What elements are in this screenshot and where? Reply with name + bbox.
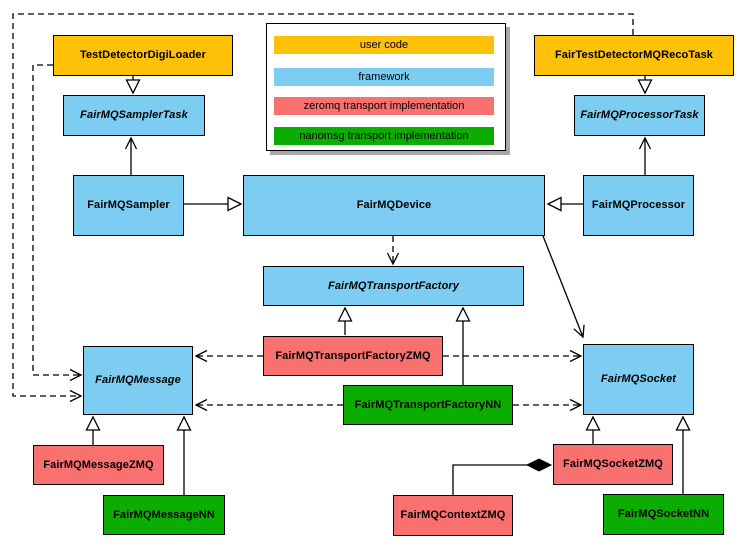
node-fairmq-sampler-task: FairMQSamplerTask — [63, 95, 205, 136]
node-fair-test-detector-mq-reco-task: FairTestDetectorMQRecoTask — [534, 35, 734, 76]
edge-device-to-socket-association — [542, 235, 585, 339]
node-fairmq-socket: FairMQSocket — [583, 344, 694, 415]
node-fairmq-device: FairMQDevice — [243, 175, 545, 236]
node-fairmq-message: FairMQMessage — [83, 346, 193, 415]
legend-item-framework: framework — [274, 68, 494, 86]
node-fairmq-transport-factory-nn: FairMQTransportFactoryNN — [343, 385, 513, 425]
edge-contextzmq-to-socketzmq-composition — [452, 465, 551, 495]
node-fairmq-processor-task: FairMQProcessorTask — [574, 95, 705, 136]
legend: user code framework zeromq transport imp… — [266, 23, 506, 151]
node-fairmq-transport-factory: FairMQTransportFactory — [263, 266, 524, 306]
legend-item-user-code: user code — [274, 36, 494, 54]
node-test-detector-digi-loader: TestDetectorDigiLoader — [53, 35, 233, 76]
node-fairmq-socket-zmq: FairMQSocketZMQ — [553, 444, 673, 485]
node-fairmq-sampler: FairMQSampler — [73, 175, 184, 236]
node-fairmq-transport-factory-zmq: FairMQTransportFactoryZMQ — [263, 336, 443, 376]
node-fairmq-message-nn: FairMQMessageNN — [103, 495, 225, 535]
node-fairmq-socket-nn: FairMQSocketNN — [603, 494, 724, 535]
node-fairmq-processor: FairMQProcessor — [583, 175, 694, 236]
node-fairmq-context-zmq: FairMQContextZMQ — [393, 495, 513, 536]
node-fairmq-message-zmq: FairMQMessageZMQ — [33, 445, 164, 485]
legend-item-zeromq: zeromq transport implementation — [274, 97, 494, 115]
legend-item-nanomsg: nanomsg transport implementation — [274, 127, 494, 145]
